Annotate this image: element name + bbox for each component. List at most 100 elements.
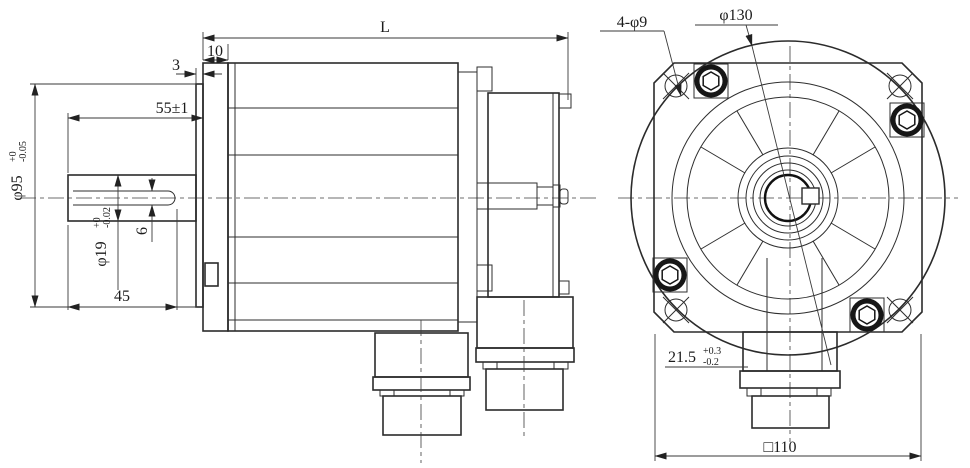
rib [700,146,746,174]
rear-shaft-step [536,186,554,206]
connector-foot [379,389,395,397]
rib [736,240,764,286]
dim-value: φ95 [9,175,26,200]
screw-head [694,64,728,98]
dim-value: 6 [134,227,151,235]
rib [736,110,764,156]
motor-body [227,62,459,332]
rib [812,110,840,156]
dim-tol-lower: -0.05 [18,141,29,162]
flange-spigot [195,83,204,308]
dim-key-height: 21.5 +0.3 -0.2 [665,346,748,368]
cover-screw-icon [889,102,925,138]
dim-shaft-diameter: φ19 +0 -0.02 [92,207,113,266]
screw-pocket [652,257,688,293]
dim-keyway-length: 45 [114,288,130,305]
spigot-circle [671,81,905,315]
hex-socket [661,265,679,285]
encoder-tab-top [476,66,493,92]
hub-circle [745,155,831,241]
cover-screws [652,63,925,333]
dim-tol-lower: -0.02 [102,207,113,228]
dim-shaft-extension: 55±1 [156,100,189,117]
leader-line [663,30,682,97]
rib-ring [686,96,890,300]
connector-shell [476,296,574,349]
dim-value: φ19 [93,241,110,266]
dim-value: 21.5 [668,349,696,366]
hole-cross [886,296,914,324]
connector-plug [485,368,564,411]
rear-shaft-screw [559,188,569,205]
hex-socket [898,110,916,130]
connector-foot [746,387,762,397]
dim-tol-lower: -0.2 [703,357,719,368]
power-connector [372,320,471,463]
screw-head [850,298,884,332]
cover-screw-icon [652,257,688,293]
side-view: L 10 3 55±1 φ95 +0 -0.05 [8,19,600,463]
dim-tol-upper: +0 [92,217,103,228]
hole-circle [888,298,912,322]
hole-circle [664,298,688,322]
dim-body-circle: φ130 [719,7,752,24]
mounting-holes [662,72,914,324]
side-dimensions: L 10 3 55±1 φ95 +0 -0.05 [8,19,569,311]
rib [830,222,876,250]
hub-circle [752,162,824,234]
front-view: 4-φ9 φ130 21.5 +0.3 -0.2 □110 [600,7,958,461]
rib [812,240,840,286]
dim-key-width: 6 [134,227,151,235]
connector-foot [553,361,569,370]
dim-spigot-diameter: φ95 +0 -0.05 [8,141,29,200]
hole-circle [888,74,912,98]
dim-flange-square: □110 [763,439,796,456]
rib [700,222,746,250]
connector-band [475,347,575,363]
mounting-flange [202,62,229,332]
flange-square [653,62,923,333]
mounting-hole-icon [886,72,914,100]
connector-plug [382,395,462,436]
leader-line [745,24,753,47]
screw-pocket [849,297,885,333]
hex-socket [702,71,720,91]
front-dimensions: 4-φ9 φ130 21.5 +0.3 -0.2 □110 [600,7,922,461]
screw-head [653,258,687,292]
encoder-screw-detail [558,280,570,295]
mounting-hole-icon [662,296,690,324]
mounting-hole-icon [886,296,914,324]
connector-shell [374,332,469,378]
keyway-slot [801,187,820,205]
radial-ribs [700,110,876,286]
encoder-housing [487,92,560,298]
front-connector [739,258,841,429]
dim-tol-upper: +0 [8,151,19,162]
rear-end-cap [457,71,478,323]
cover-screw-icon [693,63,729,99]
hex-socket [858,305,876,325]
hole-cross [886,72,914,100]
shaft-keyway [73,190,176,206]
connector-foot [816,387,832,397]
rib [830,146,876,174]
dim-flange-thickness: 10 [207,43,223,60]
connector-band [739,370,841,389]
dim-overall-length: L [380,19,390,36]
screw-pocket [889,102,925,138]
screw-pocket [693,63,729,99]
connector-plug [751,395,830,429]
screw-head [890,103,924,137]
encoder-notch [558,93,572,109]
dim-spigot-thickness: 3 [172,57,180,74]
cover-screw-icon [849,297,885,333]
hub-circle [737,147,839,249]
hole-cross [662,296,690,324]
leader-line [751,45,832,366]
encoder-connector [475,296,575,440]
hole-circle [664,74,688,98]
rear-shaft [476,182,538,210]
connector-foot [482,361,498,370]
